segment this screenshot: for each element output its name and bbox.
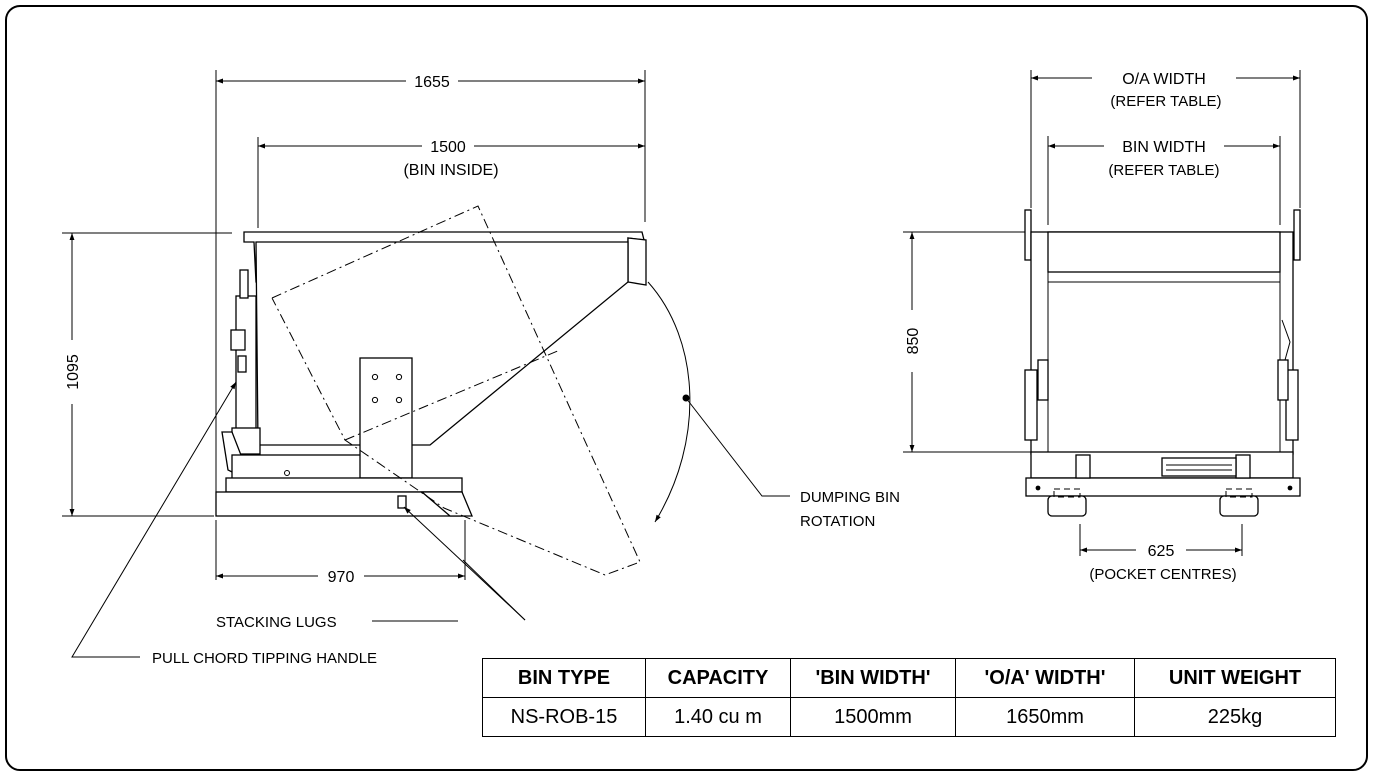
fork-pocket-upright (359, 357, 413, 479)
label-rotation-line2: ROTATION (800, 513, 875, 530)
pocket-right (1219, 495, 1259, 517)
dim-height-end: 850 (905, 328, 922, 355)
end-view: O/A WIDTH (REFER TABLE) BIN WIDTH (REFER… (903, 70, 1301, 583)
tipped-bin-outline (271, 205, 641, 576)
dim-oa-width: O/A WIDTH (1122, 71, 1206, 88)
col-capacity: CAPACITY (645, 658, 791, 698)
sheet-border (5, 5, 1368, 771)
stacking-lug (397, 495, 407, 509)
dim-base: 970 (328, 569, 355, 586)
side-base-skid (215, 491, 463, 517)
cell-bin-type: NS-ROB-15 (482, 697, 646, 737)
cell-bin-width: 1500mm (790, 697, 956, 737)
label-pull-chord-handle: PULL CHORD TIPPING HANDLE (152, 650, 377, 667)
dim-bin-width-note: (REFER TABLE) (1108, 162, 1219, 179)
dim-pocket-centres: 625 (1148, 543, 1175, 560)
dim-bin-inside: 1500 (430, 139, 466, 156)
col-oa-width: 'O/A' WIDTH' (955, 658, 1135, 698)
side-bin-body (215, 231, 647, 517)
spec-table: BIN TYPE CAPACITY 'BIN WIDTH' 'O/A' WIDT… (482, 658, 1336, 737)
pocket-left (1047, 495, 1087, 517)
dim-pocket-centres-note: (POCKET CENTRES) (1089, 566, 1236, 583)
label-rotation-line1: DUMPING BIN (800, 489, 900, 506)
col-bin-type: BIN TYPE (482, 658, 646, 698)
end-bin-body (1024, 209, 1301, 517)
cell-unit-weight: 225kg (1134, 697, 1336, 737)
dim-height-side: 1095 (65, 354, 82, 390)
dim-overall-length: 1655 (414, 74, 450, 91)
cell-capacity: 1.40 cu m (645, 697, 791, 737)
table-row: NS-ROB-15 1.40 cu m 1500mm 1650mm 225kg (482, 697, 1336, 737)
table-header-row: BIN TYPE CAPACITY 'BIN WIDTH' 'O/A' WIDT… (482, 658, 1336, 698)
dim-oa-width-note: (REFER TABLE) (1110, 93, 1221, 110)
rotation-arrow (647, 281, 691, 523)
label-stacking-lugs: STACKING LUGS (216, 614, 337, 631)
col-bin-width: 'BIN WIDTH' (790, 658, 956, 698)
dim-bin-width: BIN WIDTH (1122, 139, 1206, 156)
side-view: 1655 1500 (BIN INSIDE) 1095 970 (62, 70, 900, 667)
dim-bin-inside-note: (BIN INSIDE) (403, 162, 498, 179)
cell-oa-width: 1650mm (955, 697, 1135, 737)
col-unit-weight: UNIT WEIGHT (1134, 658, 1336, 698)
